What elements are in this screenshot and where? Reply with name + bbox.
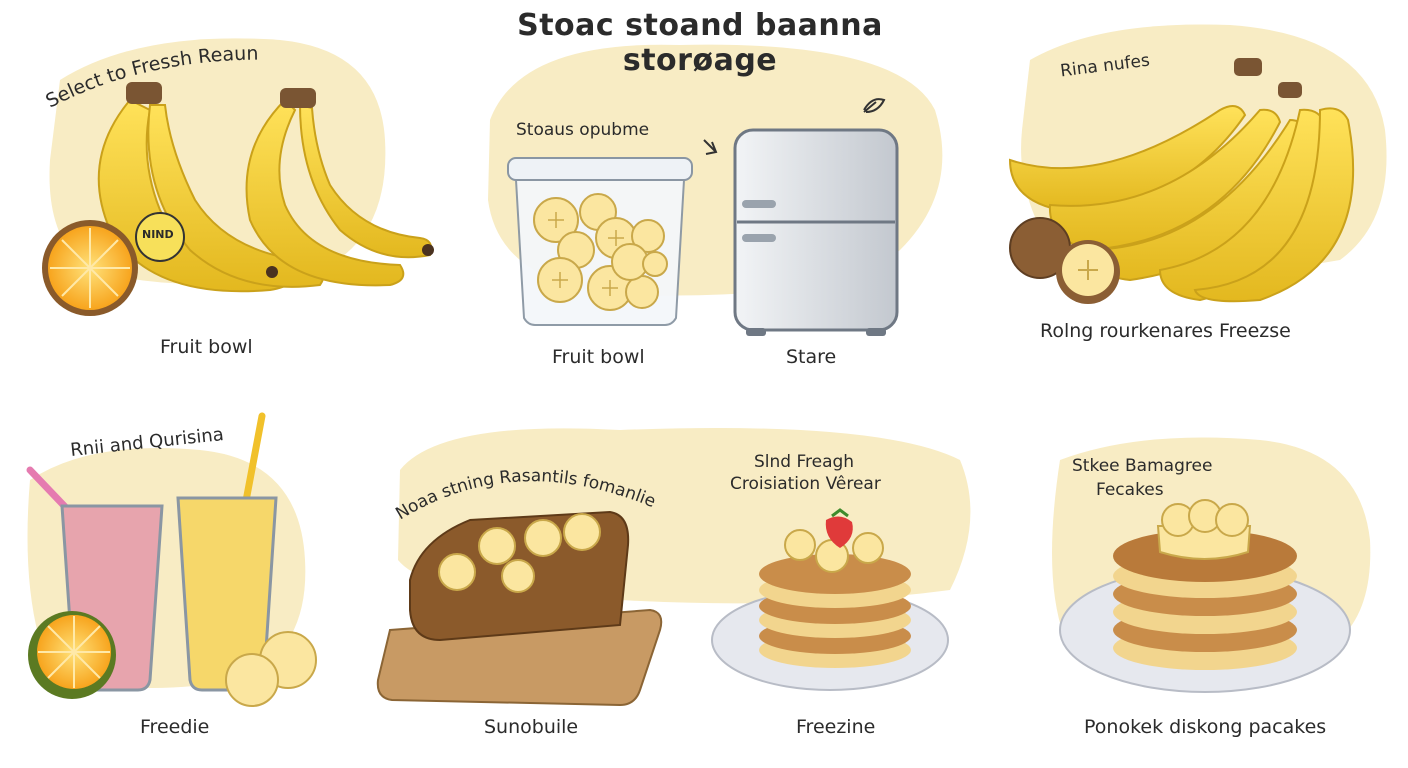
ripe-bananas [1008,58,1355,304]
fridge-foot [746,328,766,336]
panel-storage-caption-left: Fruit bowl [552,346,645,368]
panel-storage-label: Stoaus opubme [516,120,650,140]
banana-stem [1278,82,1302,98]
panel-storage-caption-right: Stare [786,346,837,368]
banana-3 [245,98,405,287]
banana-tip [266,266,278,278]
storage-container [507,157,693,326]
panel-ripe-caption: Rolng rourkenares Freezse [1040,320,1291,342]
arrow-icon [703,139,718,155]
panel-pancakes-small-label-2: Croisiation Vêrear [730,474,881,494]
fridge-handle [742,200,776,208]
fridge [733,128,899,336]
banana-tip [422,244,434,256]
page-title: Stoac stoand baanna storøage [480,8,920,78]
banana-stem [280,88,316,108]
banana-slice [225,653,279,707]
banana-sticker [135,212,185,262]
banana-stem [1234,58,1262,76]
fridge-foot [866,328,886,336]
panel-bread-caption: Sunobuile [484,716,579,738]
panel-pancakes-big-label-2: Fecakes [1096,480,1164,500]
banana-bread [376,510,663,707]
panel-pancakes-big-caption: Ponokek diskong pacakes [1084,716,1327,738]
strawberry [825,516,853,548]
panel-fresh-caption: Fruit bowl [160,336,253,358]
panel-pancakes-small-caption: Freezine [796,716,876,738]
panel-smoothie-caption: Freedie [140,716,210,738]
title-line-2: storøage [622,43,778,78]
title-line-1: Stoac stoand baanna [517,8,883,43]
container-lid [507,157,693,181]
banana-stem [126,82,162,104]
pancakes-big [1059,499,1351,693]
sticker-text: NIND [142,228,174,241]
banana-slices [438,513,601,593]
leaf-icon [863,98,886,113]
fridge-handle [742,234,776,242]
panel-pancakes-small-label-1: Slnd Freagh [754,452,855,472]
smoothies [26,412,317,707]
fresh-bananas [42,82,434,316]
fridge-body [733,128,899,332]
pancakes-small [711,508,949,691]
panel-pancakes-big-label-1: Stkee Bamagree [1072,456,1213,476]
